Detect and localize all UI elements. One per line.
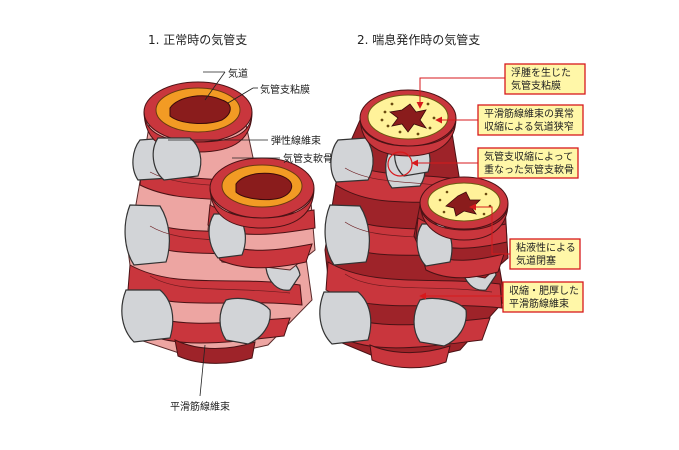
callout-overlapping-cartilage: 気管支収縮によって 重なった気管支軟骨 xyxy=(477,147,579,179)
label-cartilage: 気管支軟骨 xyxy=(283,152,333,165)
leader-smooth-muscle xyxy=(199,344,206,397)
narrowed-lumen xyxy=(389,103,428,133)
title-asthma: 2. 喘息発作時の気管支 xyxy=(357,32,480,47)
label-elastic-fiber: 弾性線維束 xyxy=(271,134,321,147)
label-smooth-muscle: 平滑筋線維束 xyxy=(170,400,230,413)
svg-text:重なった気管支軟骨: 重なった気管支軟骨 xyxy=(484,163,574,176)
normal-bronchus-illustration xyxy=(121,81,316,364)
svg-text:浮腫を生じた: 浮腫を生じた xyxy=(511,66,571,79)
asthma-bronchus-illustration xyxy=(319,89,509,369)
callout-thickened-muscle: 収縮・肥厚した 平滑筋線維束 xyxy=(502,281,584,313)
normal-airway-lumen xyxy=(169,95,231,124)
svg-text:平滑筋線維束の異常: 平滑筋線維束の異常 xyxy=(484,107,574,120)
svg-text:平滑筋線維束: 平滑筋線維束 xyxy=(509,297,569,310)
svg-text:粘液性による: 粘液性による xyxy=(516,241,576,254)
arrow-mucus-obstruction xyxy=(469,203,510,255)
callout-edema-mucosa: 浮腫を生じた 気管支粘膜 xyxy=(504,63,586,95)
title-normal: 1. 正常時の気管支 xyxy=(148,32,247,47)
callout-mucus-obstruction: 粘液性による 気道閉塞 xyxy=(509,238,581,270)
svg-text:収縮・肥厚した: 収縮・肥厚した xyxy=(509,284,579,297)
svg-text:気管支粘膜: 気管支粘膜 xyxy=(511,79,561,92)
svg-text:気道閉塞: 気道閉塞 xyxy=(516,254,556,267)
label-airway: 気道 xyxy=(228,67,248,80)
callout-muscle-contraction: 平滑筋線維束の異常 収縮による気道狭窄 xyxy=(477,104,584,136)
arrow-edema-mucosa xyxy=(416,77,505,109)
leader-airway xyxy=(204,71,226,101)
leader-mucosa xyxy=(227,87,254,104)
svg-text:気管支収縮によって: 気管支収縮によって xyxy=(484,150,573,163)
svg-text:収縮による気道狭窄: 収縮による気道狭窄 xyxy=(484,120,574,133)
label-mucosa: 気管支粘膜 xyxy=(260,83,310,96)
